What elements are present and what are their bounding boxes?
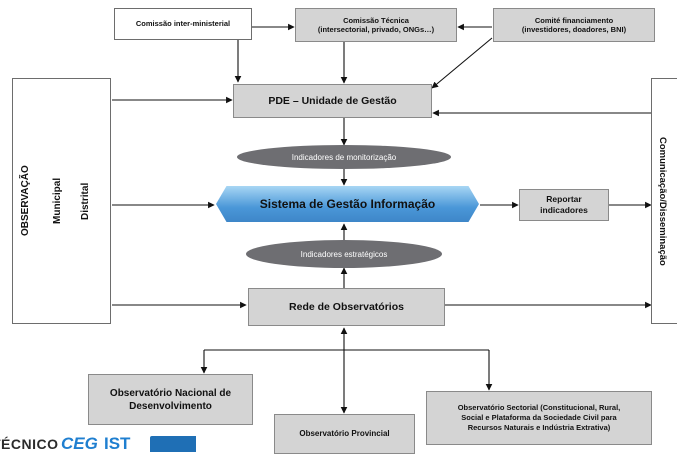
comissao-tecnica: Comissão Técnica (intersectorial, privad…: [295, 8, 457, 42]
municipal-label: Municipal: [52, 177, 63, 225]
observatorio-sectorial: Observatório Sectorial (Constitucional, …: [426, 391, 652, 445]
rede-label: Rede de Observatórios: [289, 300, 404, 313]
nacional-line2: Desenvolvimento: [129, 400, 212, 412]
rede-observatorios: Rede de Observatórios: [248, 288, 445, 326]
sectorial-line3: Recursos Naturais e Indústria Extrativa): [467, 423, 611, 432]
reportar-line1: Reportar: [546, 194, 582, 204]
sistema-label: Sistema de Gestão Informação: [259, 197, 436, 211]
indicadores-estrategicos-ellipse: Indicadores estratégicos: [246, 240, 442, 268]
nacional-line1: Observatório Nacional de: [109, 387, 232, 399]
reportar-line2: indicadores: [540, 205, 588, 215]
indicadores-monitorizacao-ellipse: Indicadores de monitorização: [237, 145, 451, 169]
provincial-label: Observatório Provincial: [299, 429, 390, 439]
indicadores-estrategicos-label: Indicadores estratégicos: [300, 249, 388, 259]
sistema-gestao-informacao: Sistema de Gestão Informação: [216, 186, 479, 222]
pde-unidade-gestao: PDE – Unidade de Gestão: [233, 84, 432, 118]
comunicacao-panel: [651, 78, 677, 324]
sectorial-line1: Observatório Sectorial (Constitucional, …: [457, 403, 621, 412]
comite-financiamento-title: Comité financiamento: [534, 15, 614, 25]
observacao-label: OBSERVAÇÃO: [20, 165, 31, 237]
observatorio-nacional: Observatório Nacional de Desenvolvimento: [88, 374, 253, 425]
arrow-financiamento-to-pde: [431, 37, 493, 89]
comissao-inter-ministerial: Comissão inter-ministerial: [114, 8, 252, 40]
comissao-tecnica-title: Comissão Técnica: [343, 15, 409, 25]
comite-financiamento: Comité financiamento (investidores, doad…: [493, 8, 655, 42]
ceg-logo: CEG: [61, 434, 98, 453]
comite-financiamento-subtitle: (investidores, doadores, BNI): [521, 25, 627, 34]
distrital-label: Distrital: [80, 182, 91, 220]
observacao-panel: [12, 78, 111, 324]
ist-logo: IST: [104, 434, 131, 453]
comunicacao-label: Comunicação/Disseminação: [657, 136, 668, 266]
observatorio-provincial: Observatório Provincial: [274, 414, 415, 454]
pde-label: PDE – Unidade de Gestão: [268, 94, 397, 107]
sectorial-line2: Social e Plataforma da Sociedade Civil p…: [461, 413, 617, 422]
comissao-inter-ministerial-label: Comissão inter-ministerial: [135, 19, 231, 29]
ist-emblem-icon: [150, 436, 196, 452]
comissao-tecnica-subtitle: (intersectorial, privado, ONGs…): [317, 25, 435, 34]
indicadores-monitorizacao-label: Indicadores de monitorização: [291, 152, 397, 162]
tecnico-logo: TÉCNICO: [0, 436, 59, 452]
reportar-indicadores: Reportar indicadores: [519, 189, 609, 221]
